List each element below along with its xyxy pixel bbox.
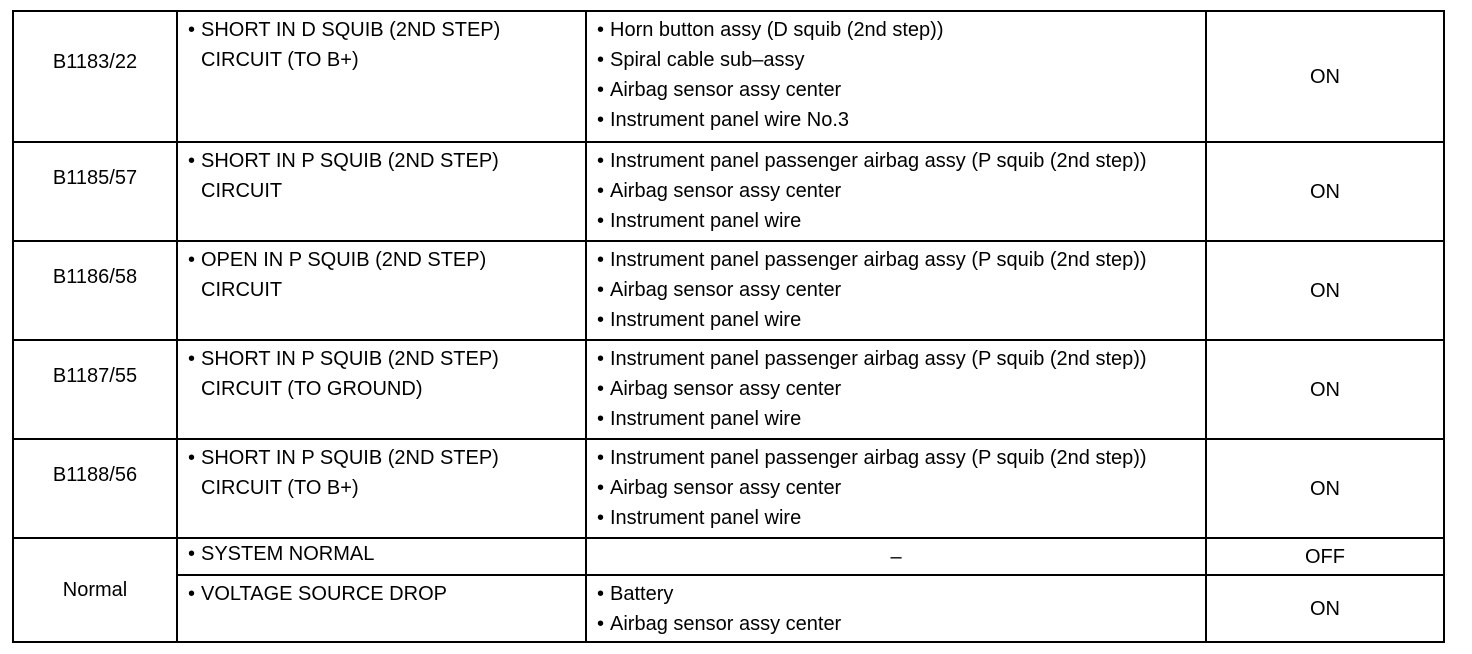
trouble-list: SYSTEM NORMAL xyxy=(188,539,577,569)
trouble-cell: SHORT IN P SQUIB (2ND STEP)CIRCUIT xyxy=(176,141,587,242)
dtc-code-cell: B1188/56 xyxy=(12,438,178,539)
table-row: B1186/58 OPEN IN P SQUIB (2ND STEP)CIRCU… xyxy=(12,240,1445,341)
list-item: Instrument panel wire xyxy=(597,305,1197,335)
dtc-code: B1186/58 xyxy=(52,266,138,288)
list-item: Instrument panel passenger airbag assy (… xyxy=(597,146,1197,176)
list-item: Instrument panel passenger airbag assy (… xyxy=(597,443,1197,473)
trouble-area-list: Instrument panel passenger airbag assy (… xyxy=(597,344,1197,434)
trouble-area-cell: Instrument panel passenger airbag assy (… xyxy=(585,240,1207,341)
list-item: SHORT IN P SQUIB (2ND STEP)CIRCUIT (TO B… xyxy=(188,443,577,503)
lamp-status: OFF xyxy=(1305,545,1345,568)
warning-lamp-cell: ON xyxy=(1205,141,1445,242)
list-item: Instrument panel passenger airbag assy (… xyxy=(597,344,1197,374)
warning-lamp-cell: OFF xyxy=(1205,537,1445,576)
list-item: OPEN IN P SQUIB (2ND STEP)CIRCUIT xyxy=(188,245,577,305)
list-item: Battery xyxy=(597,579,1197,609)
dtc-code-cell: B1185/57 xyxy=(12,141,178,242)
list-item: Airbag sensor assy center xyxy=(597,374,1197,404)
trouble-area-cell: – xyxy=(585,537,1207,576)
list-item: SHORT IN P SQUIB (2ND STEP)CIRCUIT xyxy=(188,146,577,206)
trouble-area-cell: Horn button assy (D squib (2nd step)) Sp… xyxy=(585,10,1207,143)
trouble-area-list: Battery Airbag sensor assy center xyxy=(597,579,1197,639)
trouble-list: SHORT IN P SQUIB (2ND STEP)CIRCUIT (TO G… xyxy=(188,344,577,404)
trouble-area-cell: Instrument panel passenger airbag assy (… xyxy=(585,141,1207,242)
dtc-code: B1183/22 xyxy=(52,51,138,73)
lamp-status: ON xyxy=(1310,378,1340,401)
dtc-code-cell: Normal xyxy=(12,537,178,643)
list-item: SHORT IN P SQUIB (2ND STEP)CIRCUIT (TO G… xyxy=(188,344,577,404)
trouble-cell: OPEN IN P SQUIB (2ND STEP)CIRCUIT xyxy=(176,240,587,341)
list-item: VOLTAGE SOURCE DROP xyxy=(188,579,577,609)
warning-lamp-cell: ON xyxy=(1205,438,1445,539)
table-row: Normal SYSTEM NORMAL – OFF xyxy=(12,537,1445,643)
trouble-list: SHORT IN P SQUIB (2ND STEP)CIRCUIT (TO B… xyxy=(188,443,577,503)
trouble-list: VOLTAGE SOURCE DROP xyxy=(188,579,577,609)
trouble-area-cell: Instrument panel passenger airbag assy (… xyxy=(585,438,1207,539)
trouble-area-list: Instrument panel passenger airbag assy (… xyxy=(597,443,1197,533)
table-row: B1185/57 SHORT IN P SQUIB (2ND STEP)CIRC… xyxy=(12,141,1445,242)
lamp-status: ON xyxy=(1310,477,1340,500)
warning-lamp-cell: ON xyxy=(1205,10,1445,143)
lamp-status: ON xyxy=(1310,180,1340,203)
table-row: B1187/55 SHORT IN P SQUIB (2ND STEP)CIRC… xyxy=(12,339,1445,440)
trouble-area-list: Horn button assy (D squib (2nd step)) Sp… xyxy=(597,15,1197,135)
trouble-cell: SHORT IN P SQUIB (2ND STEP)CIRCUIT (TO B… xyxy=(176,438,587,539)
list-item: Airbag sensor assy center xyxy=(597,275,1197,305)
dtc-code: Normal xyxy=(62,579,128,601)
trouble-list: OPEN IN P SQUIB (2ND STEP)CIRCUIT xyxy=(188,245,577,305)
dtc-code: B1185/57 xyxy=(52,167,138,189)
list-item: Instrument panel wire xyxy=(597,404,1197,434)
trouble-area-cell: Battery Airbag sensor assy center xyxy=(585,574,1207,643)
dtc-code-cell: B1187/55 xyxy=(12,339,178,440)
lamp-status: ON xyxy=(1310,65,1340,88)
warning-lamp-cell: ON xyxy=(1205,240,1445,341)
table-row: VOLTAGE SOURCE DROP Battery Airbag senso… xyxy=(13,574,1445,643)
table-row: B1183/22 SHORT IN D SQUIB (2ND STEP)CIRC… xyxy=(12,10,1445,143)
list-item: Airbag sensor assy center xyxy=(597,609,1197,639)
list-item: SHORT IN D SQUIB (2ND STEP)CIRCUIT (TO B… xyxy=(188,15,577,75)
list-item: Instrument panel passenger airbag assy (… xyxy=(597,245,1197,275)
warning-lamp-cell: ON xyxy=(1205,574,1445,643)
trouble-cell: SHORT IN D SQUIB (2ND STEP)CIRCUIT (TO B… xyxy=(176,10,587,143)
dtc-code-cell: B1186/58 xyxy=(12,240,178,341)
warning-lamp-cell: ON xyxy=(1205,339,1445,440)
list-item: Instrument panel wire No.3 xyxy=(597,105,1197,135)
dtc-code-cell: B1183/22 xyxy=(12,10,178,143)
trouble-area-list: Instrument panel passenger airbag assy (… xyxy=(597,245,1197,335)
lamp-status: ON xyxy=(1310,279,1340,302)
trouble-cell: VOLTAGE SOURCE DROP xyxy=(176,574,587,643)
trouble-area-cell: Instrument panel passenger airbag assy (… xyxy=(585,339,1207,440)
trouble-area-dash: – xyxy=(890,545,902,568)
trouble-list: SHORT IN D SQUIB (2ND STEP)CIRCUIT (TO B… xyxy=(188,15,577,75)
list-item: Spiral cable sub–assy xyxy=(597,45,1197,75)
list-item: SYSTEM NORMAL xyxy=(188,539,577,569)
dtc-table: B1183/22 SHORT IN D SQUIB (2ND STEP)CIRC… xyxy=(12,10,1445,643)
list-item: Instrument panel wire xyxy=(597,206,1197,236)
dtc-code: B1187/55 xyxy=(52,365,138,387)
lamp-status: ON xyxy=(1310,597,1340,620)
list-item: Airbag sensor assy center xyxy=(597,473,1197,503)
trouble-list: SHORT IN P SQUIB (2ND STEP)CIRCUIT xyxy=(188,146,577,206)
dtc-code: B1188/56 xyxy=(52,464,138,486)
list-item: Airbag sensor assy center xyxy=(597,176,1197,206)
trouble-cell: SHORT IN P SQUIB (2ND STEP)CIRCUIT (TO G… xyxy=(176,339,587,440)
trouble-area-list: Instrument panel passenger airbag assy (… xyxy=(597,146,1197,236)
trouble-cell: SYSTEM NORMAL xyxy=(176,537,587,576)
list-item: Airbag sensor assy center xyxy=(597,75,1197,105)
list-item: Horn button assy (D squib (2nd step)) xyxy=(597,15,1197,45)
table-row: B1188/56 SHORT IN P SQUIB (2ND STEP)CIRC… xyxy=(12,438,1445,539)
list-item: Instrument panel wire xyxy=(597,503,1197,533)
